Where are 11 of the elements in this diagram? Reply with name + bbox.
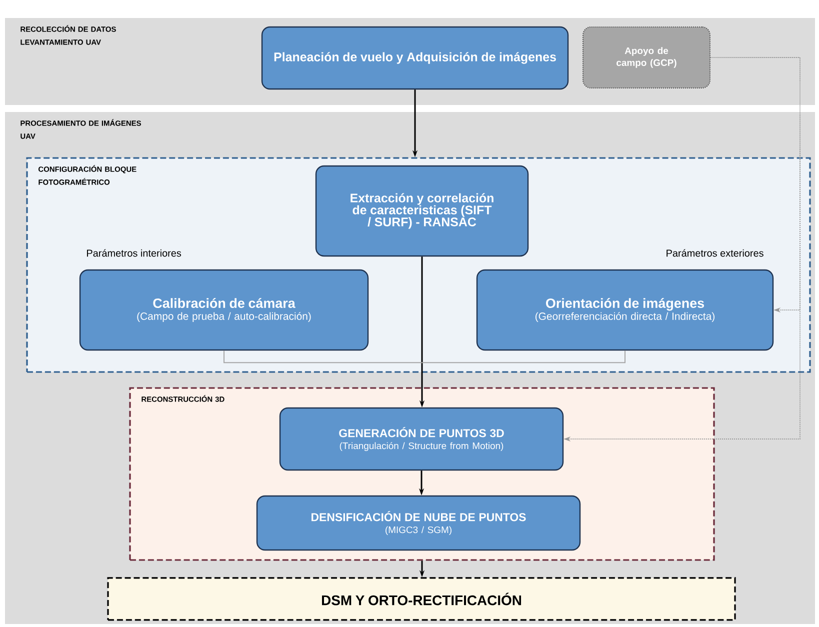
process-box: Calibración de cámara (Campo de prueba / auto-calibración) <box>79 269 369 351</box>
output-box: DSM Y ORTO-RECTIFICACIÓN <box>107 577 736 621</box>
dotted-box: Apoyo de campo (GCP) <box>582 26 710 88</box>
process-box: GENERACIÓN DE PUNTOS 3D (Triangulación / Structure from Motion) <box>279 407 564 471</box>
process-box: DENSIFICACIÓN DE NUBE DE PUNTOS (MIGC3 / SGM) <box>256 495 581 551</box>
process-box: Orientación de imágenes (Georreferenciación directa / Indirecta) <box>476 269 774 351</box>
connector-line <box>224 350 626 364</box>
side-label: Parámetros exteriores <box>666 249 764 257</box>
process-box: Extracción y correlación de caracteristicas (SIFT / SURF) - RANSAC <box>315 165 529 257</box>
side-label: Parámetros interiores <box>87 249 182 257</box>
process-box: Planeación de vuelo y Adquisición de imágenes <box>261 26 569 90</box>
